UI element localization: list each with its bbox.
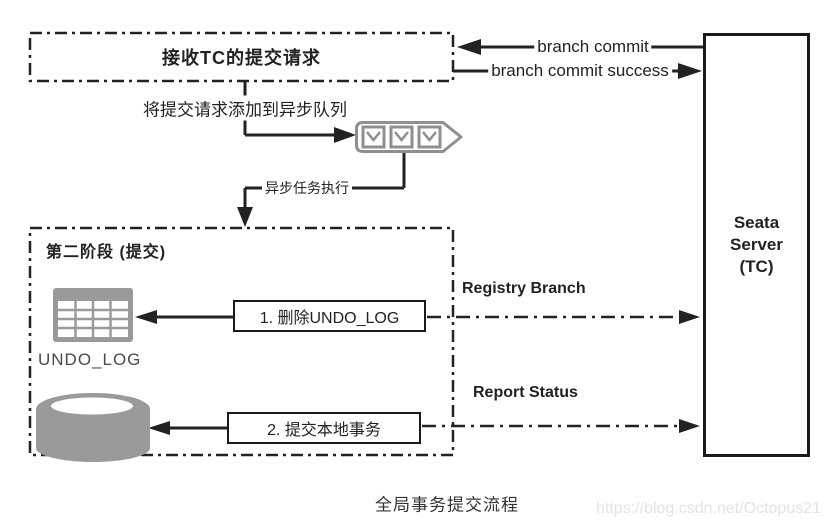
report-status-arrow — [422, 419, 700, 433]
seata-server-label-line1: Seata — [733, 212, 780, 232]
undo-log-table-label: UNDO_LOG — [38, 350, 142, 369]
seata-server-label-line2: Server — [730, 234, 783, 254]
watermark-text: https://blog.csdn.net/Octopus21 — [596, 500, 822, 517]
registry-branch-label: Registry Branch — [462, 280, 586, 297]
undo-log-table-icon — [53, 288, 133, 342]
receive-commit-request-box — [28, 31, 455, 83]
diagram-caption: 全局事务提交流程 — [375, 495, 519, 515]
add-to-async-queue-label: 将提交请求添加到异步队列 — [140, 95, 350, 121]
step1-label: 1. 删除UNDO_LOG — [259, 310, 400, 327]
step2-commit-local-tx-box: 2. 提交本地事务 — [227, 412, 421, 444]
branch-commit-label: branch commit — [534, 37, 652, 57]
seata-server-label-line3: (TC) — [739, 257, 774, 277]
envelope-icon — [417, 125, 442, 149]
message-queue-icon — [355, 121, 463, 153]
receive-commit-request-title: 接收TC的提交请求 — [162, 48, 321, 68]
step1-delete-undolog-box: 1. 删除UNDO_LOG — [233, 300, 426, 332]
envelope-icon — [389, 125, 414, 149]
step2-label: 2. 提交本地事务 — [267, 422, 381, 439]
phase2-box — [28, 226, 455, 457]
commit-local-tx-arrow — [148, 421, 227, 435]
registry-branch-arrow — [427, 310, 700, 324]
branch-commit-success-label: branch commit success — [488, 61, 672, 81]
envelope-icon — [361, 125, 386, 149]
async-task-exec-label: 异步任务执行 — [262, 178, 352, 198]
delete-undolog-arrow — [135, 310, 233, 324]
seata-server-box: Seata Server (TC) — [703, 33, 810, 457]
report-status-label: Report Status — [473, 384, 578, 401]
phase2-title: 第二阶段 (提交) — [46, 244, 167, 261]
database-cylinder-icon — [36, 393, 150, 462]
